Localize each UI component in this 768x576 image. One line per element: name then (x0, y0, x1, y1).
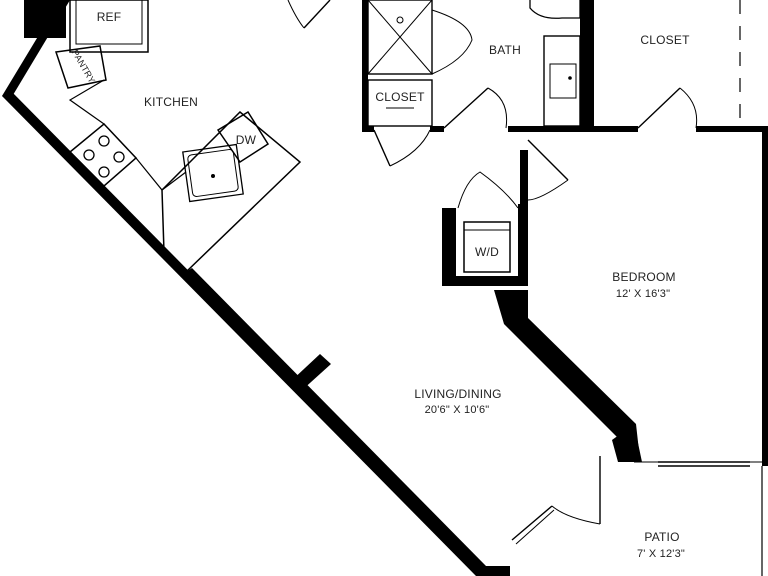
kitchen-area (55, 0, 302, 274)
room-kitchen-label: KITCHEN (144, 95, 198, 109)
wall-bedroom-diagonal (494, 290, 640, 460)
burner-icon (98, 166, 110, 178)
door-bedroom (527, 139, 569, 181)
refrigerator (69, 0, 149, 53)
hall-closet (367, 79, 433, 127)
door-swing-bedroom (527, 179, 569, 201)
door-swing-patio (551, 505, 601, 525)
fixture-pantry-label: PANTRY (70, 48, 97, 85)
vanity (543, 35, 581, 127)
washer-dryer-top (463, 221, 511, 231)
room-bedroom-label: BEDROOM (612, 270, 675, 284)
burner-icon (83, 149, 95, 161)
hall-closet-area (367, 79, 433, 167)
patio-area (511, 456, 763, 576)
toilet (529, 0, 581, 19)
vanity-sink (549, 63, 577, 99)
wall-bedroom-right (762, 130, 768, 466)
room-closet-top-label: CLOSET (640, 33, 690, 47)
faucet-icon (568, 76, 572, 80)
door-bath (443, 87, 489, 129)
refrigerator-inner (75, 0, 143, 45)
wall-exterior-upper-diagonal (2, 0, 70, 100)
door-swing-bedroom-closet (679, 87, 698, 129)
wall-wd-top-left (442, 208, 456, 214)
wall-corner-block (612, 424, 642, 462)
fixture-ref-label: REF (97, 10, 122, 24)
door-kitchen-top (303, 0, 331, 29)
fixture-wd-label: W/D (475, 245, 499, 259)
wall-wd-right (518, 204, 528, 286)
patio-slider-diagonal (511, 505, 553, 541)
kitchen-sink-basin (187, 149, 239, 197)
wall-closet-bottom (696, 126, 768, 132)
pantry (55, 45, 107, 89)
fixture-dw-label: DW (236, 133, 257, 147)
bath-area (367, 0, 581, 129)
room-patio-size: 7' X 12'3" (637, 548, 685, 560)
dishwasher (216, 110, 270, 164)
wall-wd-bottom (442, 276, 528, 286)
door-swing-wd (457, 171, 519, 209)
door-swing-kitchen-top (287, 0, 305, 29)
wall-hall-top (508, 126, 638, 132)
door-hall-closet (373, 129, 391, 167)
room-living-size: 20'6" X 10'6" (425, 404, 490, 416)
burner-icon (113, 151, 125, 163)
kitchen-sink (182, 143, 244, 203)
kitchen-counter (68, 79, 105, 125)
wall-bedroom-left (520, 150, 528, 210)
wall-stub-living (290, 354, 331, 392)
wall-closet-hall-right (430, 126, 444, 132)
patio-slider-diagonal (515, 509, 555, 545)
room-bath-label: BATH (489, 43, 521, 57)
bedroom-closet-area (637, 0, 741, 130)
drain-icon (396, 16, 404, 24)
door-swing-hall-closet (389, 129, 431, 167)
room-patio-label: PATIO (644, 530, 679, 544)
wall-wd-left (442, 208, 456, 284)
shower-diagonal (367, 0, 433, 75)
faucet-icon (211, 174, 215, 178)
door-bedroom-closet (637, 87, 681, 129)
shower (367, 0, 433, 75)
wall-patio-door-block (476, 566, 510, 576)
door-swing-bath (487, 87, 508, 129)
wall-living-diagonal (186, 268, 486, 572)
wall-bath-left (362, 0, 368, 130)
wall-bath-closet (580, 0, 594, 130)
wall-closet-hall-bottom (362, 126, 374, 132)
room-bedroom-size: 12' X 16'3" (616, 288, 670, 300)
door-swing-shower (431, 9, 473, 75)
room-living-label: LIVING/DINING (414, 387, 501, 401)
burner-icon (98, 135, 110, 147)
room-closet-hall-label: CLOSET (375, 90, 425, 104)
